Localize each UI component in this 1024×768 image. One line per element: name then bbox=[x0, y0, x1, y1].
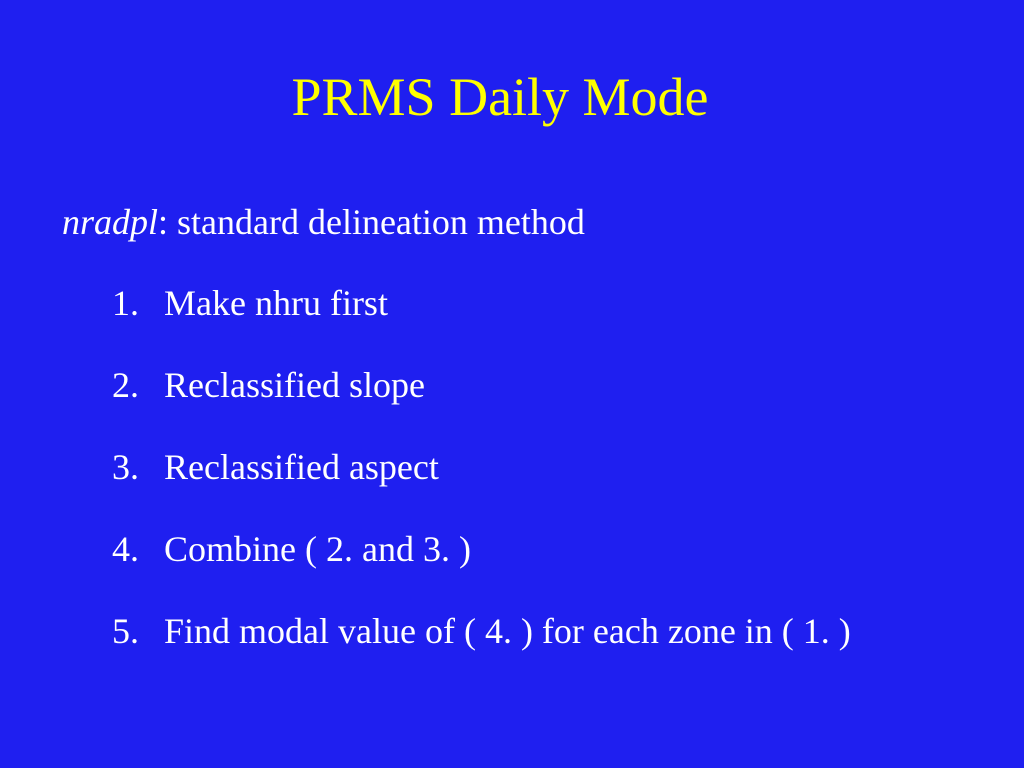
list-item-text: Combine ( 2. and 3. ) bbox=[164, 529, 471, 569]
subheading-term: nradpl bbox=[62, 202, 159, 242]
numbered-list: 1. Make nhru first 2. Reclassified slope… bbox=[112, 280, 992, 654]
list-item: 2. Reclassified slope bbox=[112, 362, 992, 408]
subheading: nradpl: standard delineation method bbox=[62, 198, 585, 246]
list-item-text: Reclassified slope bbox=[164, 365, 425, 405]
list-item-text: Find modal value of ( 4. ) for each zone… bbox=[164, 611, 851, 651]
subheading-text: : standard delineation method bbox=[158, 202, 585, 242]
list-item-number: 1. bbox=[112, 283, 139, 323]
list-item-number: 3. bbox=[112, 447, 139, 487]
slide-title: PRMS Daily Mode bbox=[291, 67, 709, 127]
list-item-number: 5. bbox=[112, 611, 139, 651]
list-item: 5. Find modal value of ( 4. ) for each z… bbox=[112, 608, 992, 654]
list-item: 1. Make nhru first bbox=[112, 280, 992, 326]
list-item-text: Reclassified aspect bbox=[164, 447, 439, 487]
list-item: 4. Combine ( 2. and 3. ) bbox=[112, 526, 992, 572]
list-item-number: 4. bbox=[112, 529, 139, 569]
list-item: 3. Reclassified aspect bbox=[112, 444, 992, 490]
list-item-number: 2. bbox=[112, 365, 139, 405]
list-item-text: Make nhru first bbox=[164, 283, 388, 323]
